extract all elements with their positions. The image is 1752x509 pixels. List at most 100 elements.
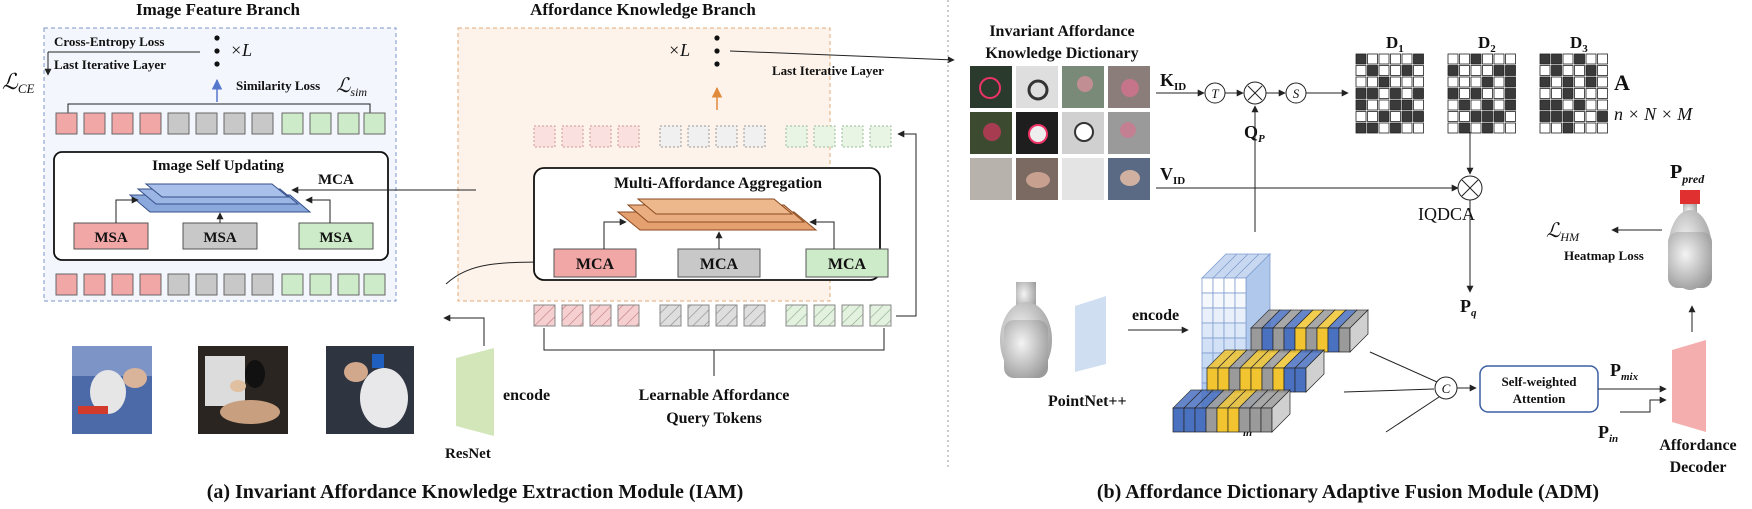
point-cloud-bottle [1000, 282, 1052, 378]
matrix-cell [1597, 99, 1608, 111]
grid-cell [1212, 307, 1225, 324]
matrix-cell [1401, 76, 1413, 88]
l-ce-main: ℒ [2, 69, 19, 94]
matrix-cell [1493, 99, 1505, 111]
bar-to-concat-3 [1385, 396, 1440, 433]
bar-to-concat-2 [1343, 388, 1435, 393]
matrix-cell [1551, 53, 1562, 65]
matrix-cell [1447, 65, 1459, 76]
dict-image [1016, 66, 1058, 108]
v-id-symbol: VID [1160, 164, 1185, 187]
matrix-cell [1390, 65, 1401, 76]
mca-box-2 [677, 248, 761, 278]
a-label: A [1614, 70, 1630, 95]
matrix-cell [1585, 88, 1597, 99]
grid-cell [1223, 292, 1236, 309]
mca-box-3 [805, 248, 889, 278]
v-id-sub: ID [1173, 175, 1185, 187]
image-token-row-bottom [55, 273, 386, 296]
affordance-decoder-shape [1672, 340, 1706, 432]
bar-cell [1260, 407, 1273, 433]
bar-cell [1172, 407, 1185, 433]
matrix-cell [1539, 53, 1551, 65]
matrix-cell [1493, 76, 1505, 88]
matrix-cell [1470, 111, 1482, 122]
matrix-cell [1378, 88, 1390, 99]
matrix-cell [1459, 88, 1470, 99]
matrix-cell [1459, 111, 1470, 122]
bar-cell [1316, 327, 1329, 353]
msa-label-2: MSA [203, 230, 237, 246]
resnet-label: ResNet [445, 446, 491, 462]
caption-a: (a) Invariant Affordance Knowledge Extra… [207, 481, 744, 503]
matrix-cell [1367, 99, 1378, 111]
p-pred-sub: pred [1681, 172, 1705, 186]
d3-sub: 3 [1582, 43, 1588, 55]
loop-arrow [896, 130, 917, 317]
matrix-cell [1551, 122, 1562, 134]
matrix-cell [1574, 88, 1585, 99]
matrix-cell [1539, 65, 1551, 76]
bar-cell [1294, 367, 1307, 393]
matrix-cell [1355, 99, 1367, 111]
matrix-cell [1355, 76, 1367, 88]
token [589, 304, 612, 327]
matrix-cell [1562, 99, 1574, 111]
a-dims: n × N × M [1614, 104, 1693, 124]
grid-cell [1212, 277, 1225, 294]
p-q-sub: q [1471, 307, 1477, 319]
matrix-cell [1470, 65, 1482, 76]
token [167, 112, 190, 135]
multi-affordance-aggregation-label: Multi-Affordance Aggregation [614, 175, 822, 192]
dictionary-image-grid [970, 66, 1150, 200]
matrix-cell [1574, 53, 1585, 65]
matrix-cell [1562, 76, 1574, 88]
matrix-cell [1585, 111, 1597, 122]
affordance-bar-stacks [1172, 309, 1369, 433]
token [869, 125, 892, 148]
transpose-label: T [1211, 86, 1219, 101]
matrix-cell [1378, 111, 1390, 122]
token [281, 112, 304, 135]
matrix-cell [1493, 65, 1505, 76]
self-weighted-line-2: Attention [1513, 391, 1566, 406]
bar-cell [1194, 407, 1207, 433]
bar-cell [1250, 327, 1263, 353]
l-sim-sub: sim [350, 85, 367, 99]
dot [714, 61, 720, 67]
token [363, 112, 386, 135]
input-image-1 [72, 346, 152, 434]
token [869, 304, 892, 327]
matrix-cell [1390, 53, 1401, 65]
token [715, 125, 738, 148]
token [55, 273, 78, 296]
matrix-cell [1367, 65, 1378, 76]
query-bracket [543, 328, 885, 351]
dot [214, 61, 220, 67]
matrix-cell [1401, 53, 1413, 65]
matrix-cell [1413, 65, 1424, 76]
k-id-symbol: KID [1160, 70, 1186, 93]
grid-line [1234, 253, 1260, 279]
matrix-cell [1574, 76, 1585, 88]
grid-cell [1201, 277, 1214, 294]
token [533, 125, 556, 148]
matrix-cell [1355, 122, 1367, 134]
predicted-heatmap-bottle [1668, 190, 1712, 290]
token [617, 304, 640, 327]
grid-cell [1201, 322, 1214, 339]
q-p-main: Q [1244, 122, 1258, 142]
matrix-cell [1585, 99, 1597, 111]
matrix-cell [1470, 99, 1482, 111]
matrix-cell [1597, 111, 1608, 122]
p-in2-sub: in [1609, 433, 1618, 445]
token [561, 125, 584, 148]
matrix-cell [1447, 76, 1459, 88]
token [83, 273, 106, 296]
times-l-left: ×L [230, 40, 252, 60]
grid-cell [1223, 307, 1236, 324]
p-mix-symbol: Pmix [1610, 360, 1639, 383]
token [139, 273, 162, 296]
matrix-cell [1390, 88, 1401, 99]
matrix-cell [1355, 53, 1367, 65]
